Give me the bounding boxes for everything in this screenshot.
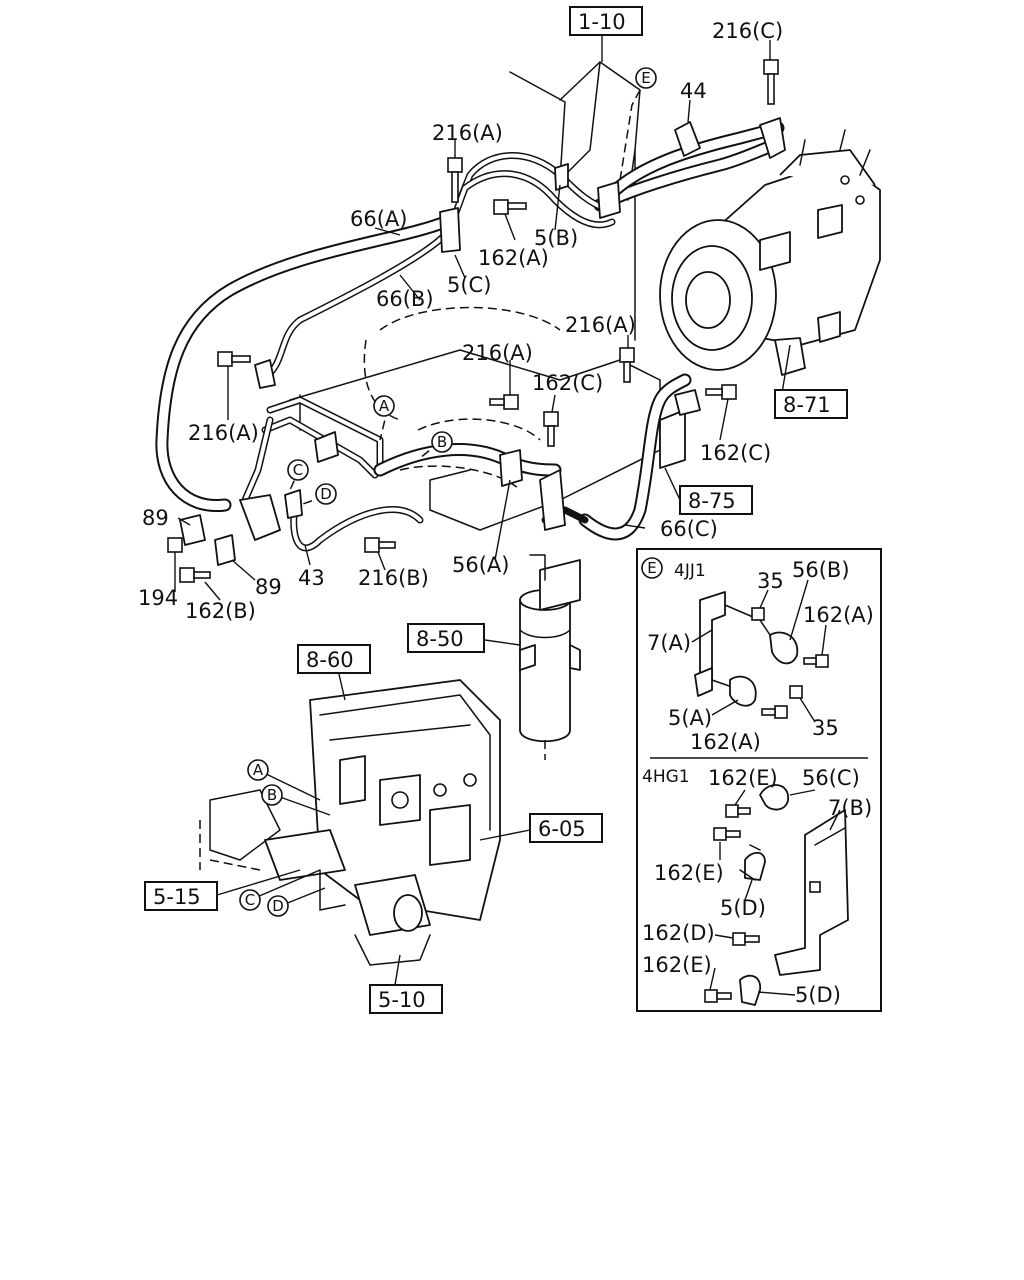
bolt-194: [167, 537, 183, 553]
callout-66B: 66(B): [376, 287, 434, 311]
circled-markers: E A B C D A B C D: [239, 67, 657, 917]
marker-E-main: E: [635, 67, 657, 89]
panel-marker-E: E: [641, 557, 663, 579]
panel-callout-5D-a: 5(D): [720, 896, 766, 920]
receiver-drier: [519, 554, 581, 760]
svg-text:A: A: [379, 397, 390, 415]
callout-66A: 66(A): [350, 207, 407, 231]
ref-box-6-05[interactable]: 6-05: [529, 813, 603, 843]
svg-text:D: D: [320, 485, 332, 503]
engine-label-4hg1: 4HG1: [642, 767, 690, 787]
svg-text:C: C: [245, 891, 255, 909]
svg-text:B: B: [437, 433, 447, 451]
callout-44: 44: [680, 79, 707, 103]
callout-43: 43: [298, 566, 325, 590]
panel-callout-7A: 7(A): [647, 631, 691, 655]
svg-text:8-71: 8-71: [783, 393, 831, 417]
marker-A-main: A: [373, 395, 395, 417]
panel-callout-162E-b: 162(E): [654, 861, 724, 885]
marker-C-lower: C: [239, 889, 261, 911]
svg-text:6-05: 6-05: [538, 817, 586, 841]
ref-box-5-10[interactable]: 5-10: [369, 984, 443, 1014]
callout-162C-mid: 162(C): [532, 371, 603, 395]
callout-216A-right: 216(A): [565, 313, 636, 337]
panel-callout-35-bot: 35: [812, 716, 839, 740]
panel-callout-162D: 162(D): [642, 921, 715, 945]
callout-66C: 66(C): [660, 517, 718, 541]
ref-box-5-15[interactable]: 5-15: [144, 881, 218, 911]
marker-C-main: C: [287, 459, 309, 481]
callout-89-left: 89: [142, 506, 169, 530]
callout-162B: 162(B): [185, 599, 256, 623]
marker-B-main: B: [431, 431, 453, 453]
fittings-and-clamps: [179, 117, 786, 566]
bolt-162C-mid: [543, 411, 559, 447]
ref-box-8-75[interactable]: 8-75: [679, 485, 753, 515]
svg-text:D: D: [272, 897, 284, 915]
callout-162C-right: 162(C): [700, 441, 771, 465]
callout-216B: 216(B): [358, 566, 429, 590]
panel-callout-162A-a: 162(A): [803, 603, 874, 627]
svg-text:E: E: [647, 559, 656, 577]
detail-panel-E: E 4JJ1 4HG1 35 56(B) 162(A) 7(A) 5(A) 35…: [636, 548, 882, 1012]
panel-callout-56C: 56(C): [802, 766, 860, 790]
marker-A-lower: A: [247, 759, 269, 781]
panel-callout-5D-b: 5(D): [795, 983, 841, 1007]
svg-text:8-75: 8-75: [688, 489, 736, 513]
marker-D-main: D: [315, 483, 337, 505]
svg-text:8-60: 8-60: [306, 648, 354, 672]
callout-56A: 56(A): [452, 553, 509, 577]
callout-216A-mid: 216(A): [462, 341, 533, 365]
callout-194: 194: [138, 586, 178, 610]
callout-89-right: 89: [255, 575, 282, 599]
ref-box-8-60[interactable]: 8-60: [297, 644, 371, 674]
marker-B-lower: B: [261, 784, 283, 806]
panel-callout-56B: 56(B): [792, 558, 850, 582]
svg-text:5-10: 5-10: [378, 988, 426, 1012]
callout-216C-top: 216(C): [712, 19, 783, 43]
engine-label-4jj1: 4JJ1: [674, 561, 706, 581]
svg-text:8-50: 8-50: [416, 627, 464, 651]
panel-callout-162E-a: 162(E): [708, 766, 778, 790]
callout-216A-top: 216(A): [432, 121, 503, 145]
panel-callout-162A-b: 162(A): [690, 730, 761, 754]
bolt-216A-top: [447, 157, 463, 203]
ref-box-8-50[interactable]: 8-50: [407, 623, 485, 653]
panel-callout-162E-c: 162(E): [642, 953, 712, 977]
bolt-216A-mid: [489, 394, 519, 410]
bolt-216B: [364, 537, 396, 553]
callout-216A-left: 216(A): [188, 421, 259, 445]
svg-text:A: A: [253, 761, 264, 779]
bolts: [167, 59, 779, 583]
bolt-162B: [179, 567, 211, 583]
panel-callout-7B: 7(B): [828, 796, 872, 820]
panel-callout-35-top: 35: [757, 569, 784, 593]
bolt-216A-left: [217, 351, 251, 367]
svg-text:E: E: [641, 69, 650, 87]
svg-text:C: C: [293, 461, 303, 479]
bolt-216A-right: [619, 347, 635, 383]
callout-5B: 5(B): [534, 226, 578, 250]
reference-boxes: 1-10 8-71 8-75 8-50 8-60 6-05 5-15 5-10: [144, 6, 848, 1014]
callout-5C: 5(C): [447, 273, 491, 297]
ref-box-1-10[interactable]: 1-10: [569, 6, 643, 36]
ref-box-8-71[interactable]: 8-71: [774, 389, 848, 419]
svg-text:5-15: 5-15: [153, 885, 201, 909]
marker-D-lower: D: [267, 895, 289, 917]
panel-callout-5A: 5(A): [668, 706, 712, 730]
bolt-162A-top: [493, 199, 527, 215]
radiator-frame-assembly: [199, 679, 501, 966]
part-callouts: 216(C) 44 216(A) 66(A) 5(B) 162(A) 5(C) …: [138, 19, 783, 623]
svg-text:B: B: [267, 786, 277, 804]
bolt-162C-right: [705, 384, 737, 400]
bolt-216C-top: [763, 59, 779, 105]
callout-162A-top: 162(A): [478, 246, 549, 270]
svg-text:1-10: 1-10: [578, 10, 626, 34]
ac-compressor: [659, 129, 881, 376]
